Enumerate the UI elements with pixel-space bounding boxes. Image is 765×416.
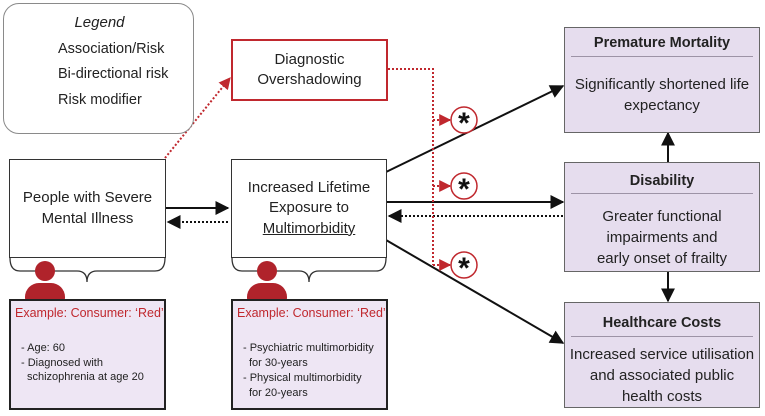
outcome-mortality-title: Premature Mortality — [593, 35, 731, 51]
consumer-card-1-line: - Age: 60 — [21, 342, 66, 354]
node-exposure-line1: Increased Lifetime — [247, 179, 371, 197]
outcome-costs-title: Healthcare Costs — [602, 315, 722, 331]
outcome-disability-divider — [571, 193, 753, 194]
consumer-card-1: Example: Consumer: ‘Red’ - Age: 60 - Dia… — [9, 299, 166, 410]
node-exposure-line3: Multimorbidity — [262, 219, 356, 237]
legend-item-modifier: Risk modifier — [58, 92, 142, 108]
node-overshadowing-label: Diagnostic Overshadowing — [257, 50, 362, 88]
modifier-circle-mortality — [450, 106, 478, 134]
node-people-smi-label: People with Severe Mental Illness — [22, 189, 153, 227]
person-icon-head-1 — [35, 261, 55, 281]
modifier-symbol-mortality: * — [458, 107, 470, 140]
arrow-exposure-to-mortality — [385, 85, 565, 173]
consumer-card-2-title: Example: Consumer: ‘Red’ — [237, 306, 386, 320]
consumer-card-1-title: Example: Consumer: ‘Red’ — [15, 306, 164, 320]
outcome-healthcare-costs: Healthcare Costs Increased service utili… — [564, 302, 760, 408]
outcome-disability: Disability Greater functional impairment… — [564, 162, 760, 272]
outcome-costs-divider — [571, 336, 753, 337]
legend-title: Legend — [74, 14, 125, 31]
legend-item-bidirectional: Bi-directional risk — [58, 66, 169, 82]
arrow-people-to-overshadowing — [164, 77, 231, 159]
person-icon-body-1 — [25, 283, 65, 300]
outcome-premature-mortality: Premature Mortality Significantly shorte… — [564, 27, 760, 133]
arrow-exposure-to-costs — [385, 239, 565, 344]
modifier-symbol-disability: * — [458, 173, 470, 206]
modifier-circle-disability — [450, 172, 478, 200]
legend-item-association: Association/Risk — [58, 41, 165, 57]
legend-panel: Legend — [3, 3, 194, 134]
outcome-mortality-body: Significantly shortened life expectancy — [574, 76, 750, 114]
node-people-smi: People with Severe Mental Illness — [9, 159, 166, 258]
outcome-disability-body: Greater functional impairments and early… — [596, 208, 728, 267]
consumer-card-2-line: for 20-years — [249, 387, 308, 399]
outcome-costs-body: Increased service utilisation and associ… — [569, 346, 755, 405]
person-icon-head-2 — [257, 261, 277, 281]
consumer-card-2-line: for 30-years — [249, 357, 308, 369]
modifier-symbol-costs: * — [458, 252, 470, 285]
consumer-card-2-line: - Psychiatric multimorbidity — [243, 342, 374, 354]
brace-exposure — [231, 257, 387, 283]
node-exposure-multimorbidity: Increased Lifetime Exposure to Multimorb… — [231, 159, 387, 258]
outcome-mortality-divider — [571, 56, 753, 57]
modifier-trunk — [388, 68, 434, 265]
consumer-card-2: Example: Consumer: ‘Red’ - Psychiatric m… — [231, 299, 388, 410]
consumer-card-1-line: schizophrenia at age 20 — [27, 371, 144, 383]
brace-people — [9, 257, 166, 283]
outcome-disability-title: Disability — [629, 173, 695, 189]
person-icon-body-2 — [247, 283, 287, 300]
node-exposure-line2: Exposure to — [268, 199, 350, 217]
modifier-circle-costs — [450, 251, 478, 279]
consumer-card-1-line: - Diagnosed with — [21, 357, 103, 369]
node-diagnostic-overshadowing: Diagnostic Overshadowing — [231, 39, 388, 101]
consumer-card-2-line: - Physical multimorbidity — [243, 372, 362, 384]
